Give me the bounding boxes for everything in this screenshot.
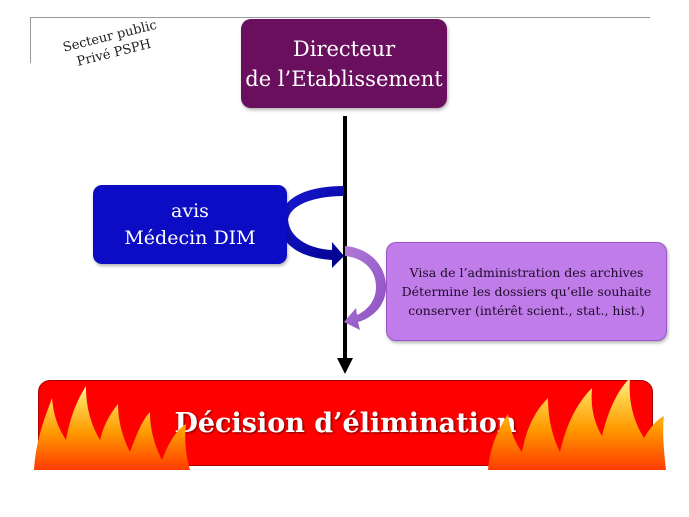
dim-advice-box: avis Médecin DIM (93, 185, 287, 264)
dim-curved-arrow (279, 186, 344, 268)
director-line2: de l’Etablissement (245, 66, 443, 91)
archives-line2: Détermine les dossiers qu’elle souhaite (401, 284, 652, 299)
archives-curved-arrow (344, 246, 386, 330)
dim-line2: Médecin DIM (124, 226, 256, 249)
archives-line3: conserver (intérêt scient., stat., hist.… (408, 303, 645, 318)
archives-visa-box: Visa de l’administration des archives Dé… (386, 242, 667, 341)
elimination-decision-box: Décision d’élimination (38, 380, 653, 466)
main-flow-arrowhead (337, 358, 353, 374)
frame-line-left (30, 17, 31, 63)
archives-line1: Visa de l’administration des archives (409, 265, 644, 280)
director-box: Directeur de l’Etablissement (241, 19, 447, 108)
dim-line1: avis (171, 199, 209, 222)
director-line1: Directeur (292, 36, 396, 61)
frame-line-top (30, 17, 650, 18)
decision-label: Décision d’élimination (174, 407, 517, 439)
